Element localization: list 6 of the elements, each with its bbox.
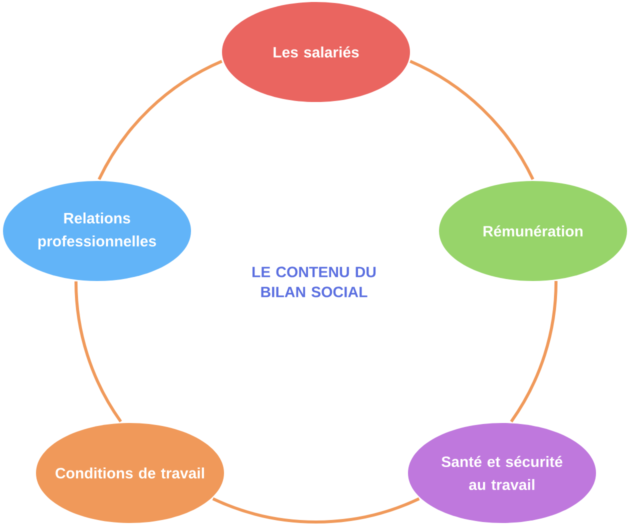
connecting-arc xyxy=(510,281,558,422)
connecting-arc xyxy=(212,497,420,524)
connecting-arc xyxy=(74,281,122,422)
connecting-arc xyxy=(98,60,222,180)
diagram-title: LE CONTENU DU BILAN SOCIAL xyxy=(252,266,376,298)
connecting-arc xyxy=(410,60,534,180)
